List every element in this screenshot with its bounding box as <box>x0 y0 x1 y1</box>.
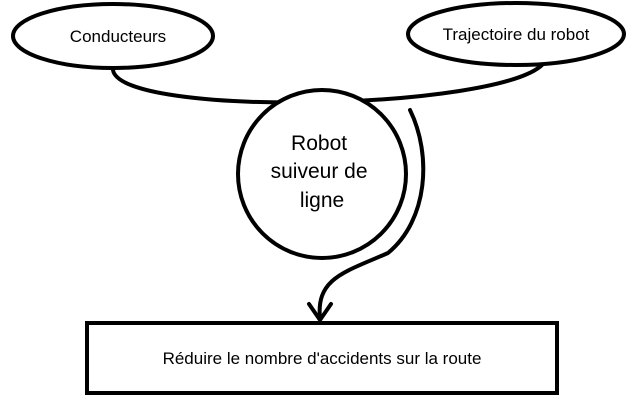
trajectoire-label: Trajectoire du robot <box>443 25 590 44</box>
arrowhead <box>307 302 333 322</box>
robot-circle <box>236 88 408 260</box>
conducteurs-label: Conducteurs <box>70 27 166 46</box>
robot-label: Robot suiveur de ligne <box>271 132 374 212</box>
node-robot[interactable]: Robot suiveur de ligne <box>236 88 408 260</box>
arrow-path <box>317 108 426 320</box>
goal-label: Réduire le nombre d'accidents sur la rou… <box>163 349 482 368</box>
robot-label-line-1: Robot <box>291 132 347 155</box>
goal-box <box>85 321 559 395</box>
node-trajectoire[interactable]: Trajectoire du robot <box>406 1 626 67</box>
trajectoire-ellipse <box>406 1 626 67</box>
robot-label-line-3: ligne <box>300 189 344 212</box>
robot-label-line-2: suiveur de <box>271 160 368 183</box>
conducteurs-ellipse <box>11 2 215 70</box>
node-goal[interactable]: Réduire le nombre d'accidents sur la rou… <box>85 321 559 395</box>
node-conducteurs[interactable]: Conducteurs <box>11 2 215 70</box>
